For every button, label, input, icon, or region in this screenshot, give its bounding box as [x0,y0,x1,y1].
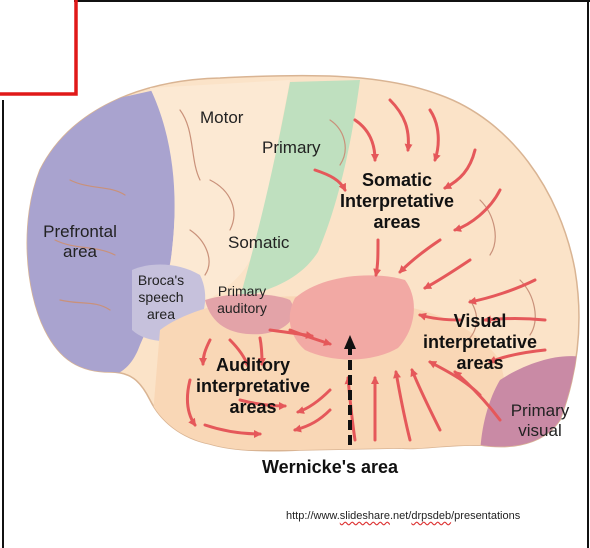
frame-right-border [587,0,589,548]
frame-top-border [74,0,590,2]
label-somatic-interpretative: Somatic Interpretative areas [339,170,455,232]
label-auditory-interpretative: Auditory interpretative areas [195,355,311,417]
label-primary-auditory: Primary auditory [217,283,267,316]
label-primary-somatic: Primary [262,138,321,157]
frame-left-border [2,100,4,548]
motor-region [150,80,290,312]
label-somatic: Somatic [228,233,290,252]
wernicke-region [289,275,414,360]
source-link[interactable]: http://www.slideshare.net/drpsdeb/presen… [286,510,521,522]
label-broca: Broca's speech area [137,272,185,322]
label-prefrontal: Prefrontal area [43,222,117,261]
primary-auditory-region [205,294,294,335]
label-primary-visual: Primary visual [510,401,570,440]
label-visual-interpretative: Visual interpretative areas [422,311,538,373]
label-motor: Motor [200,108,244,127]
highlight-box [0,0,78,96]
label-wernicke: Wernicke's area [262,457,399,477]
temporal-lobe [150,296,520,450]
somatic-sensory-strip [240,80,360,298]
